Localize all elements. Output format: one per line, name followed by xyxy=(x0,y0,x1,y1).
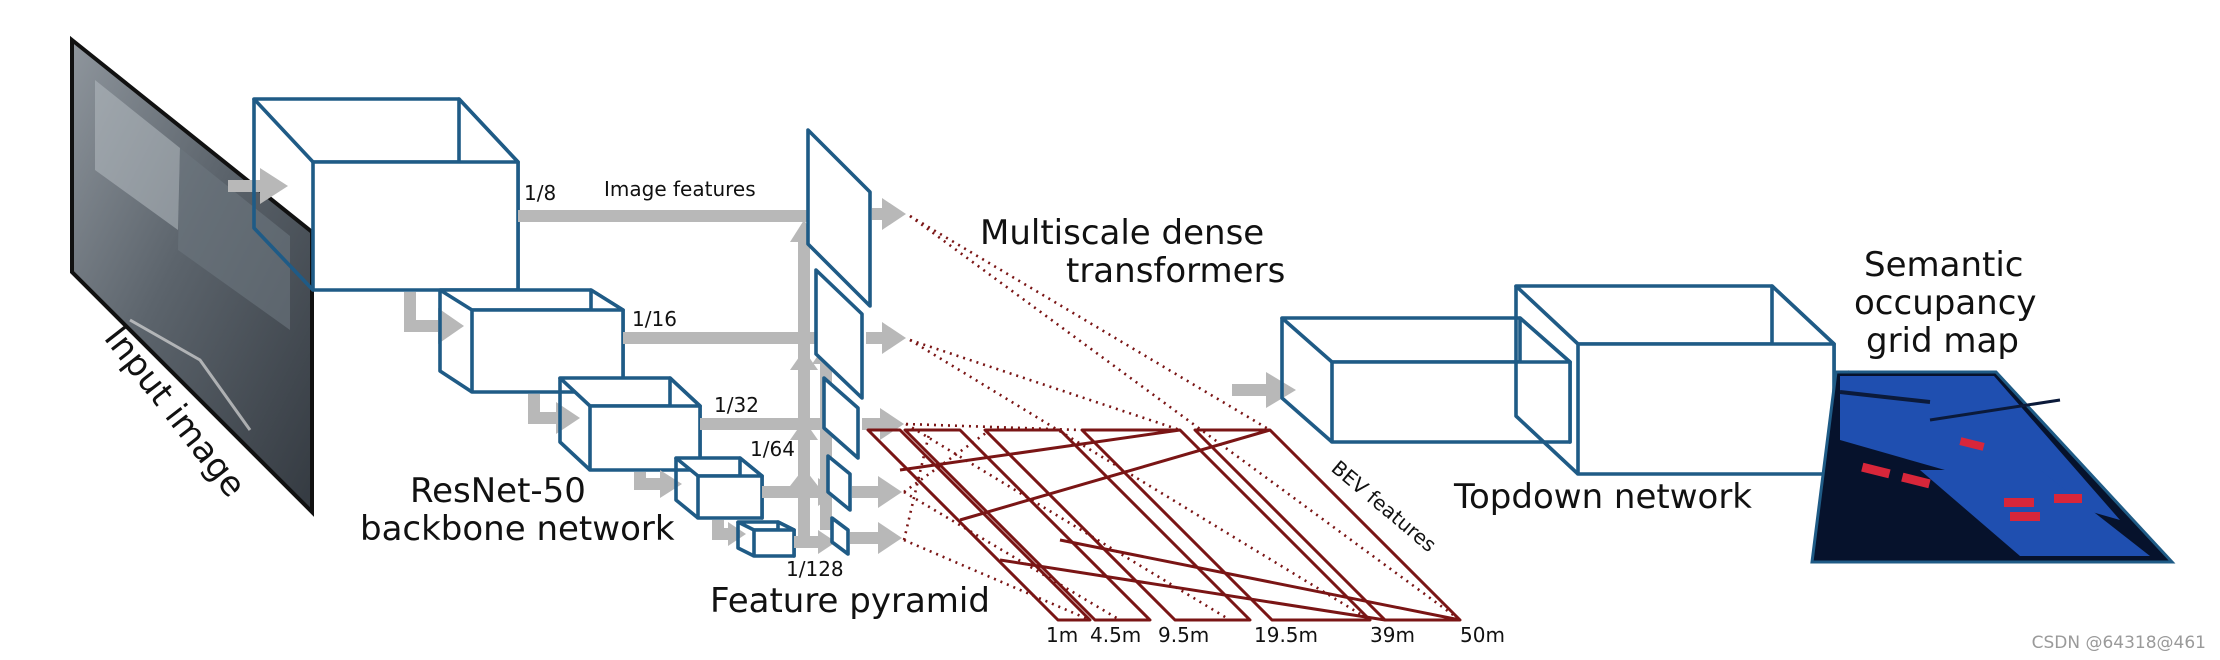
transformers-label-line1: Multiscale dense xyxy=(980,213,1264,253)
feature-pyramid-label: Feature pyramid xyxy=(710,581,990,621)
pyramid-plane-1-16 xyxy=(814,268,864,400)
scale-label-1-64: 1/64 xyxy=(750,437,795,461)
watermark: CSDN @64318@461 xyxy=(2032,633,2206,653)
arrow-stage1-to-stage2 xyxy=(404,292,464,344)
arrow-stage3-to-stage4 xyxy=(634,470,682,498)
backbone-stage-5 xyxy=(736,520,796,558)
backbone-label-line2: backbone network xyxy=(360,509,675,549)
distance-label-1m: 1m xyxy=(1046,623,1078,647)
input-image-street xyxy=(178,148,290,330)
arrow-stage2-to-stage3 xyxy=(528,394,580,434)
input-image-building xyxy=(95,80,180,230)
distance-label-9-5m: 9.5m xyxy=(1158,623,1209,647)
backbone-stage-4 xyxy=(674,456,764,520)
distance-label-50m: 50m xyxy=(1460,623,1505,647)
input-image-road-marking xyxy=(129,318,252,431)
grid-map-vehicles xyxy=(1861,437,2082,521)
distance-label-19-5m: 19.5m xyxy=(1254,623,1318,647)
topdown-network-label: Topdown network xyxy=(1453,477,1752,517)
pyramid-plane-1-8 xyxy=(806,128,872,308)
grid-map-label-line1: Semantic xyxy=(1864,245,2023,285)
backbone-stage-2 xyxy=(438,288,625,394)
bev-feature-strips xyxy=(866,428,1462,622)
distance-label-39m: 39m xyxy=(1370,623,1415,647)
image-features-label: Image features xyxy=(604,177,756,201)
scale-label-1-16: 1/16 xyxy=(632,307,677,331)
backbone-stage-1 xyxy=(252,97,520,292)
grid-map-label-line2: occupancy xyxy=(1854,283,2037,323)
distance-label-4-5m: 4.5m xyxy=(1090,623,1141,647)
grid-map-label-line3: grid map xyxy=(1866,321,2019,361)
arrow-input-to-backbone xyxy=(228,168,288,204)
transformers-label-line2: transformers xyxy=(1066,251,1285,291)
lateral-arrow-1-128 xyxy=(794,530,836,554)
scale-label-1-8: 1/8 xyxy=(524,181,556,205)
topdown-block-1 xyxy=(1280,316,1572,444)
scale-label-1-32: 1/32 xyxy=(714,393,759,417)
bev-features-label: BEV features xyxy=(1327,455,1441,556)
backbone-stage-3 xyxy=(558,376,702,472)
pyramid-plane-1-32 xyxy=(822,376,860,460)
backbone-label-line1: ResNet-50 xyxy=(410,471,586,511)
topdown-block-2 xyxy=(1514,284,1836,476)
scale-label-1-128: 1/128 xyxy=(786,557,844,581)
pyramid-plane-1-64 xyxy=(826,454,852,512)
pyramid-output-arrows xyxy=(850,198,906,554)
pyramid-plane-1-128 xyxy=(830,516,850,556)
occupancy-grid-map xyxy=(1810,370,2176,564)
